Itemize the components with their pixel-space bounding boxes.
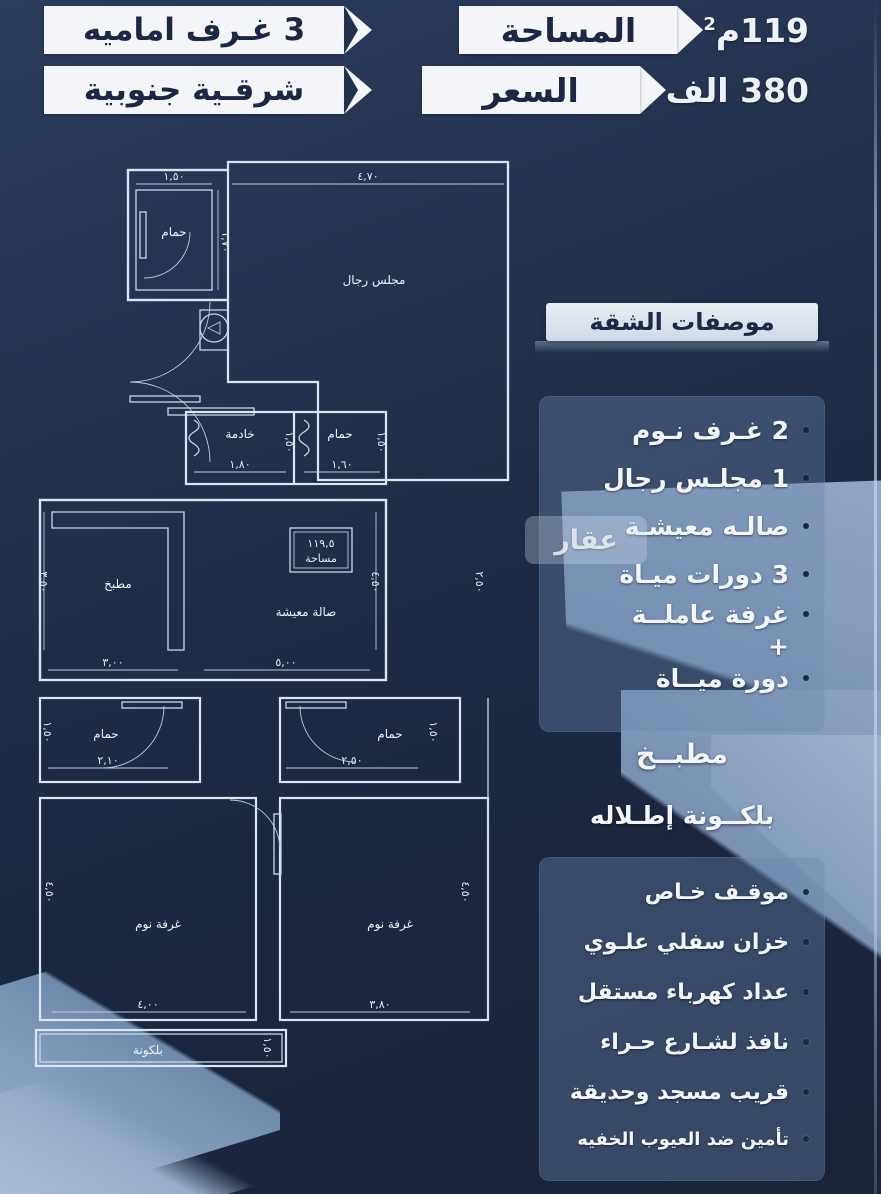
spec-panel-primary: 2 غـرف نـوم 1 مجلـس رجال صالـه معيشـة 3 … — [539, 396, 825, 732]
room-label-kitchen: مطبخ — [104, 577, 132, 591]
decor-right-edge-line — [874, 0, 877, 1194]
dim-bath2-w: ١,٦٠ — [331, 458, 352, 471]
dim-bath1-w: ١,٥٠ — [163, 170, 184, 183]
dim-bath3-w: ٢,١٠ — [97, 754, 118, 767]
room-label-bedroom-2: غرفة نوم — [367, 917, 413, 932]
dim-bath2-h: ١,٥٠ — [375, 431, 388, 452]
bullet-icon — [803, 1136, 809, 1142]
spec-title-shadow — [535, 341, 829, 353]
bullet-icon — [803, 611, 809, 617]
list-item-label: 1 مجلـس رجال — [603, 463, 789, 493]
dim-maid-w: ١,٨٠ — [229, 458, 250, 471]
chevron-left-icon — [344, 6, 372, 54]
dim-kitchen-h: ٣,٥٠ — [37, 571, 50, 592]
room-label-bath-upper: حمام — [161, 225, 186, 239]
bullet-icon — [803, 571, 809, 577]
spec-list-secondary: موقـف خـاص خزان سفلي علـوي عداد كهرباء م… — [539, 857, 825, 1171]
bullet-icon — [803, 889, 809, 895]
list-item: موقـف خـاص — [549, 867, 809, 917]
list-item: عداد كهرباء مستقل — [549, 967, 809, 1017]
header-direction-label: شرقـية جنوبية — [44, 66, 344, 114]
room-label-bath-service: حمام — [327, 427, 352, 441]
watermark: عقار — [525, 516, 647, 564]
bullet-icon — [803, 1039, 809, 1045]
header-rooms-label: 3 غـرف اماميه — [44, 6, 344, 54]
bullet-icon — [803, 427, 809, 433]
header-direction-ribbon: شرقـية جنوبية — [44, 66, 378, 114]
spec-balcony: بلكــونة إطـلاله — [589, 801, 775, 830]
list-item: قريب مسجد وحديقة — [549, 1067, 809, 1117]
list-item-label: غرفة عاملــة — [631, 599, 789, 629]
chevron-left-icon — [344, 66, 372, 114]
room-label-majlis: مجلس رجال — [343, 273, 406, 288]
bullet-icon — [803, 989, 809, 995]
header-price-label: السعر — [421, 66, 640, 114]
dim-balcony-h: ١,٥٠ — [261, 1037, 274, 1058]
list-item-label: + — [768, 631, 789, 661]
room-label-bedroom-1: غرفة نوم — [135, 917, 181, 932]
dim-bath3-h: ١,٥٠ — [41, 721, 54, 742]
header-area-ribbon: 119م2 المساحة — [459, 6, 823, 54]
header-price-value: 380 الف — [665, 70, 809, 110]
list-item-label: 3 دورات ميـاة — [619, 559, 789, 589]
dim-salon-right: ٢,٥٠ — [473, 571, 486, 592]
header-price-ribbon: 380 الف السعر — [421, 66, 823, 114]
bullet-icon — [803, 523, 809, 529]
header: 119م2 المساحة 380 الف السعر 3 غـرف امامي… — [0, 0, 881, 136]
list-item: تأمين ضد العيوب الخفيه — [549, 1117, 809, 1161]
list-item: 1 مجلـس رجال — [549, 454, 809, 502]
header-area-value: 119م2 — [703, 10, 809, 50]
header-rooms-ribbon: 3 غـرف اماميه — [44, 6, 378, 54]
list-item: دورة ميــاة — [549, 662, 809, 694]
bullet-icon — [803, 475, 809, 481]
list-item-label: نافذ لشـارع حـراء — [600, 1029, 789, 1055]
room-label-bath-right: حمام — [377, 727, 402, 741]
list-item-label: دورة ميــاة — [655, 663, 789, 693]
spec-panel-secondary: موقـف خـاص خزان سفلي علـوي عداد كهرباء م… — [539, 857, 825, 1181]
list-item-label: تأمين ضد العيوب الخفيه — [577, 1128, 789, 1150]
list-item: نافذ لشـارع حـراء — [549, 1017, 809, 1067]
area-box-value: ١١٩,٥ — [307, 537, 334, 550]
spec-title: موصفات الشقة — [546, 303, 818, 341]
room-label-balcony: بلكونة — [133, 1043, 163, 1058]
dim-salon-h: ٤,٥٠ — [369, 571, 382, 592]
list-item-label: صالـه معيشـة — [624, 511, 789, 541]
list-item-label: خزان سفلي علـوي — [583, 929, 789, 955]
dim-majlis-w: ٤,٧٠ — [357, 170, 378, 183]
area-box-label: مساحة — [305, 552, 337, 565]
room-label-living: صالة معيشة — [276, 605, 337, 619]
dim-bath4-w: ٢,٥٠ — [341, 754, 362, 767]
list-item: خزان سفلي علـوي — [549, 917, 809, 967]
dim-bath4-h: ١,٥٠ — [427, 721, 440, 742]
dim-salon-w: ٥,٠٠ — [275, 656, 296, 669]
list-item-label: 2 غـرف نـوم — [632, 415, 789, 445]
list-item-label: قريب مسجد وحديقة — [569, 1079, 789, 1105]
floor-plan: .w { stroke:#dbe6f2; stroke-width:2.2; f… — [18, 150, 528, 1090]
list-item-plus: + — [549, 630, 809, 662]
dim-bed2-h: ٤,٥٠ — [459, 881, 472, 902]
bullet-icon — [803, 675, 809, 681]
dim-bath1-h: ١,٧٠ — [219, 231, 232, 252]
dim-bed1-h: ٤,٥٠ — [43, 881, 56, 902]
room-label-maid: خادمة — [225, 427, 254, 441]
bullet-icon — [803, 939, 809, 945]
header-area-label: المساحة — [459, 6, 678, 54]
dim-maid-h: ١,٥٠ — [283, 431, 296, 452]
arrow-right-icon — [677, 6, 704, 54]
list-item-label: عداد كهرباء مستقل — [577, 979, 789, 1005]
room-label-bath-left: حمام — [93, 727, 118, 741]
list-item: 2 غـرف نـوم — [549, 406, 809, 454]
dim-bed2-w: ٣,٨٠ — [369, 998, 390, 1011]
dim-kitchen-w: ٣,٠٠ — [102, 656, 123, 669]
dim-bed1-w: ٤,٠٠ — [137, 998, 158, 1011]
list-item: غرفة عاملــة — [549, 598, 809, 630]
arrow-right-icon — [639, 66, 666, 114]
spec-kitchen: مطبــخ — [636, 739, 728, 770]
bullet-icon — [803, 1089, 809, 1095]
list-item-label: موقـف خـاص — [644, 879, 789, 905]
